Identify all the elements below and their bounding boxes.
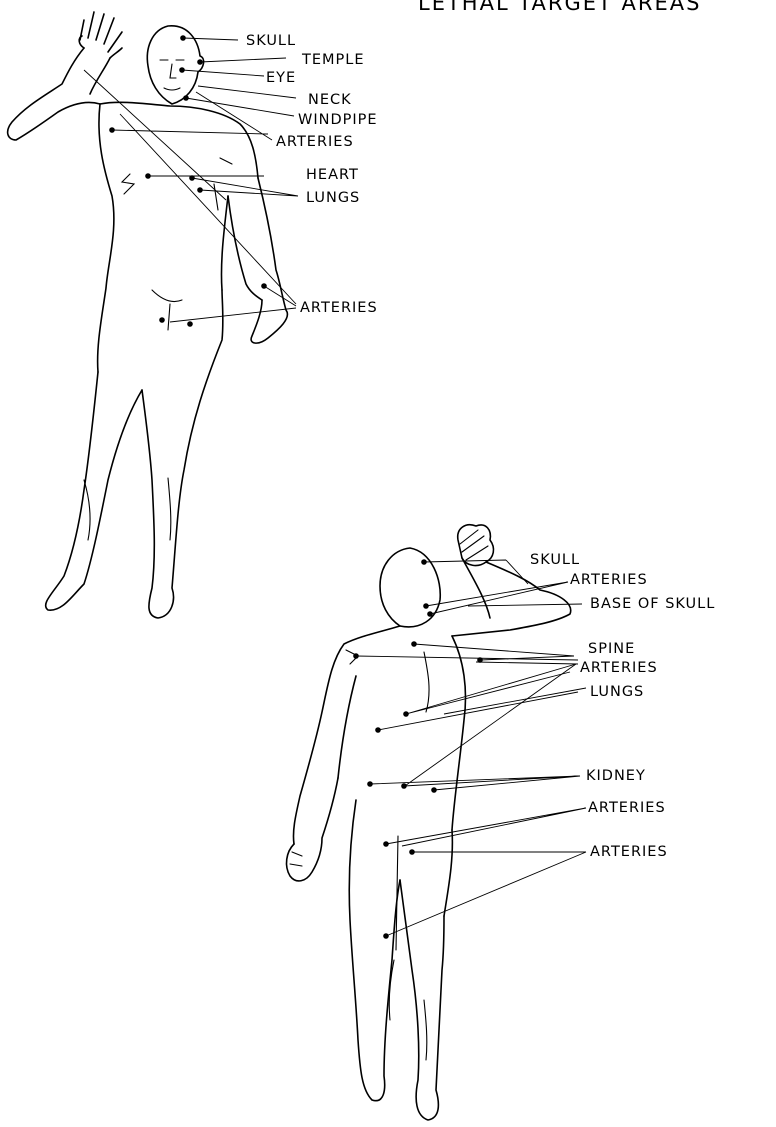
front-label-windpipe: WINDPIPE bbox=[298, 112, 378, 128]
dot-front-groin-2 bbox=[187, 321, 193, 327]
back-target-dots bbox=[353, 559, 483, 939]
dot-back-kidney-3 bbox=[431, 787, 437, 793]
front-label-arteries-lower: ARTERIES bbox=[300, 300, 378, 316]
dot-back-spine bbox=[411, 641, 417, 647]
front-label-lungs: LUNGS bbox=[306, 190, 360, 206]
back-label-spine: SPINE bbox=[588, 641, 635, 657]
dot-back-skull bbox=[421, 559, 427, 565]
front-label-temple: TEMPLE bbox=[301, 52, 365, 68]
dot-front-groin-1 bbox=[159, 317, 165, 323]
front-labels: SKULL TEMPLE EYE NECK WINDPIPE ARTERIES … bbox=[246, 33, 378, 316]
back-label-base-of-skull: BASE OF SKULL bbox=[590, 596, 715, 612]
dot-front-lung-2 bbox=[197, 187, 203, 193]
dot-front-arm bbox=[109, 127, 115, 133]
dot-back-base-2 bbox=[427, 611, 433, 617]
back-label-arteries-1: ARTERIES bbox=[570, 572, 648, 588]
dot-front-heart bbox=[145, 173, 151, 179]
dot-back-shoulder bbox=[477, 657, 483, 663]
back-label-lungs: LUNGS bbox=[590, 684, 644, 700]
dot-back-lung-1 bbox=[403, 711, 409, 717]
dot-front-eye bbox=[179, 67, 185, 73]
dot-back-kidney-1 bbox=[367, 781, 373, 787]
dot-back-arm bbox=[353, 653, 359, 659]
front-label-arteries-upper: ARTERIES bbox=[276, 134, 354, 150]
back-label-kidney: KIDNEY bbox=[586, 768, 646, 784]
front-target-dots bbox=[109, 35, 267, 327]
back-label-skull: SKULL bbox=[530, 552, 580, 568]
dot-front-neck bbox=[183, 95, 189, 101]
front-label-skull: SKULL bbox=[246, 33, 296, 49]
dot-front-temple bbox=[197, 59, 203, 65]
front-label-neck: NECK bbox=[308, 92, 352, 108]
dot-back-thigh-1 bbox=[383, 841, 389, 847]
front-label-eye: EYE bbox=[266, 70, 296, 86]
dot-back-base-1 bbox=[423, 603, 429, 609]
dot-back-knee bbox=[383, 933, 389, 939]
back-label-arteries-4: ARTERIES bbox=[590, 844, 668, 860]
front-label-heart: HEART bbox=[306, 167, 359, 183]
dot-back-kidney-2 bbox=[401, 783, 407, 789]
dot-back-thigh-2 bbox=[409, 849, 415, 855]
front-figure bbox=[8, 12, 288, 618]
dot-front-lung-1 bbox=[189, 175, 195, 181]
back-label-arteries-3: ARTERIES bbox=[588, 800, 666, 816]
dot-front-wrist bbox=[261, 283, 267, 289]
back-label-arteries-2: ARTERIES bbox=[580, 660, 658, 676]
dot-back-lung-2 bbox=[375, 727, 381, 733]
dot-front-skull bbox=[180, 35, 186, 41]
